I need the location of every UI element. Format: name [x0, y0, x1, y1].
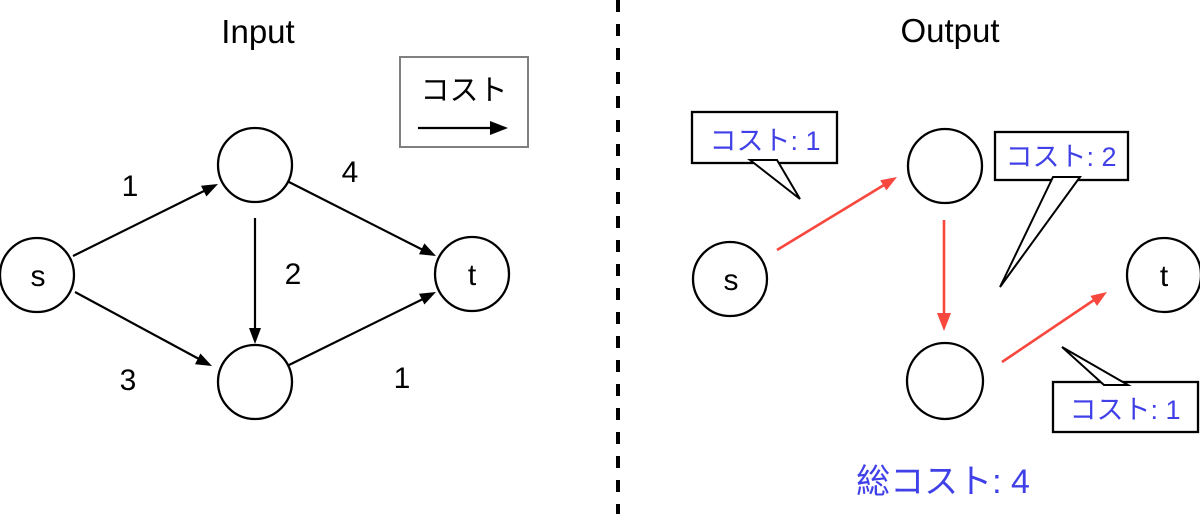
callout-cost-bottom-t: コスト: 1 [1051, 346, 1200, 434]
node-t-label: t [1160, 260, 1169, 293]
node-t-label: t [468, 259, 477, 292]
callout-cost-top-bottom: コスト: 2 [993, 130, 1130, 288]
callout-tail [1061, 346, 1132, 386]
arrowhead-icon [1090, 292, 1107, 306]
edge-cost-top-bottom: 2 [285, 258, 302, 291]
legend-frame [399, 56, 529, 148]
node-t: t [433, 235, 511, 313]
path-arrow-s-top [776, 177, 897, 252]
node-top [216, 126, 294, 204]
node-s: s [691, 240, 769, 318]
edge-top-t [288, 181, 436, 256]
arrowhead-icon [937, 313, 951, 331]
node-top [906, 127, 984, 205]
callout-tail [747, 159, 801, 200]
callout-text: コスト: 1 [1069, 395, 1180, 425]
path-arrow-top-bottom [937, 220, 951, 331]
edge-s-top [72, 184, 218, 257]
path-arrow-bottom-t [1001, 292, 1107, 364]
cost-legend: コスト [399, 56, 529, 148]
edge-cost-bottom-t: 1 [394, 362, 411, 395]
node-t: t [1125, 236, 1200, 314]
node-s-label: s [724, 264, 739, 297]
edge-cost-s-top: 1 [122, 170, 139, 203]
arrowhead-icon [195, 353, 212, 366]
callout-cost-s-top: コスト: 1 [690, 110, 839, 200]
edge-bottom-t [288, 292, 436, 366]
callout-text: コスト: 1 [709, 126, 820, 156]
arrowhead-icon [249, 328, 261, 344]
node-bottom [905, 341, 985, 421]
input-panel: Input コスト 1 3 2 4 [0, 13, 529, 421]
edge-s-bottom [74, 291, 212, 366]
output-title: Output [900, 12, 999, 49]
arrowhead-icon [419, 292, 436, 305]
input-title: Input [221, 13, 294, 50]
arrowhead-icon [419, 243, 436, 256]
arrowhead-icon [201, 184, 218, 197]
node-bottom [216, 343, 294, 421]
arrowhead-icon [880, 177, 897, 191]
callout-text: コスト: 2 [1005, 142, 1116, 172]
node-s: s [0, 236, 76, 314]
total-cost-label: 総コスト: 4 [856, 463, 1030, 501]
edge-top-bottom [249, 218, 261, 344]
right-arrow-icon [418, 121, 508, 135]
edge-cost-top-t: 4 [342, 156, 359, 189]
node-s-label: s [31, 260, 46, 293]
output-panel: Output コスト: 1 コスト: 2 コスト: 1 [690, 12, 1200, 501]
callout-tail [999, 176, 1082, 288]
legend-label: コスト [420, 75, 507, 107]
edge-cost-s-bottom: 3 [120, 364, 137, 397]
